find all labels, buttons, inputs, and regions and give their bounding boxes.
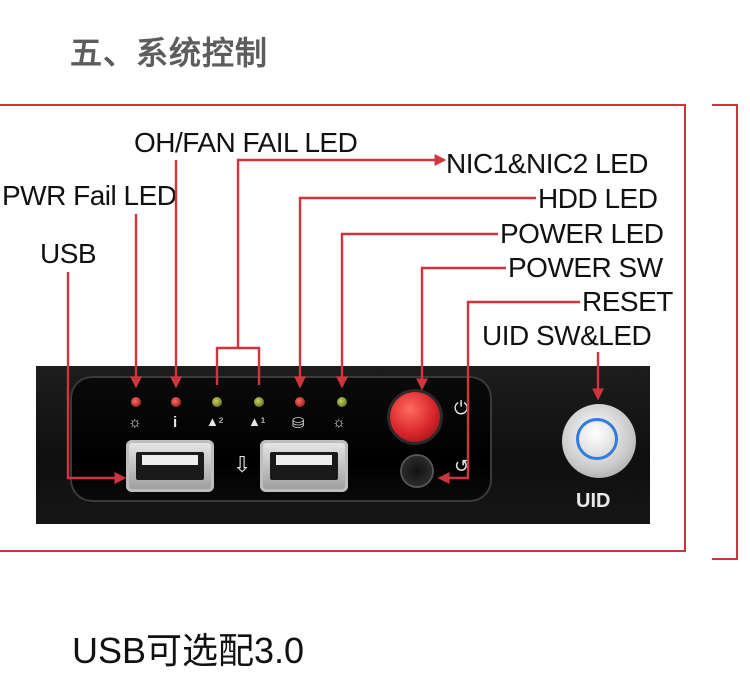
power-led-icon: ☼: [332, 414, 346, 431]
usb-port-tongue: [276, 455, 332, 465]
oh-fan-fail-led: [171, 397, 181, 407]
nic1-led: [254, 397, 264, 407]
usb-port-tongue: [142, 455, 198, 465]
reset-symbol-icon: ↺: [454, 456, 470, 476]
footer-note: USB可选配3.0: [72, 630, 305, 671]
callout-usb: [66, 272, 127, 484]
hdd-icon: ⛁: [292, 415, 305, 432]
reset-button[interactable]: [402, 456, 432, 486]
usb-port-2[interactable]: [260, 440, 348, 492]
label-nic-led: NIC1&NIC2 LED: [446, 148, 649, 179]
section-title: 五、系统控制: [70, 35, 269, 71]
power-button[interactable]: [390, 392, 440, 442]
uid-label: UID: [576, 490, 611, 512]
hdd-led: [295, 397, 305, 407]
uid-button[interactable]: [562, 404, 636, 478]
power-led: [337, 397, 347, 407]
label-pwr-fail-led: PWR Fail LED: [2, 180, 177, 211]
usb-symbol-icon: ⇩: [233, 452, 252, 477]
label-power-sw: POWER SW: [508, 252, 663, 283]
uid-led-ring: [576, 418, 618, 460]
frame-border: [0, 104, 686, 552]
network-2-icon: ▲²: [206, 414, 224, 429]
callout-hdd: [294, 196, 536, 389]
label-oh-fan-fail-led: OH/FAN FAIL LED: [134, 127, 358, 158]
network-1-icon: ▲¹: [248, 414, 266, 429]
usb-port-1[interactable]: [126, 440, 214, 492]
callout-reset: [437, 300, 580, 484]
callout-power-led: [336, 232, 498, 389]
callout-nic: [215, 160, 444, 385]
info-icon: i: [173, 414, 178, 431]
label-hdd-led: HDD LED: [538, 183, 658, 214]
label-reset: RESET: [582, 286, 673, 317]
nic2-led: [212, 397, 222, 407]
label-power-led: POWER LED: [500, 218, 664, 249]
callout-power-sw: [416, 266, 506, 391]
label-uid-sw-led: UID SW&LED: [482, 320, 652, 351]
power-symbol-icon: ⏻: [454, 398, 469, 418]
warning-sun-icon: ☼: [128, 414, 142, 431]
pwr-fail-led: [131, 397, 141, 407]
label-usb: USB: [40, 238, 97, 269]
frame-bracket: [712, 104, 738, 560]
